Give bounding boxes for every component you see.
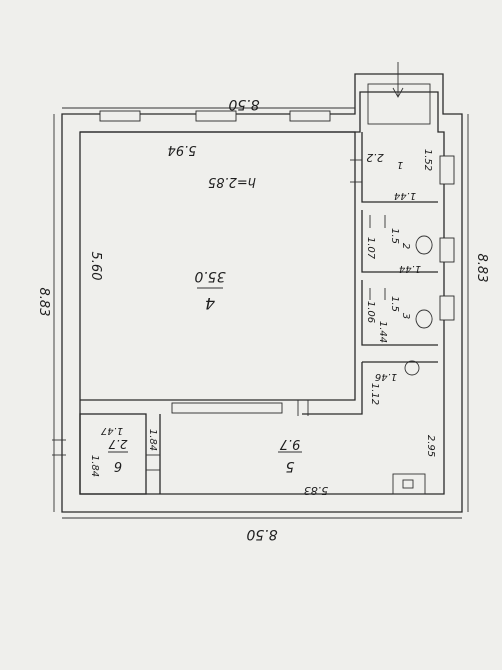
room-6-walls bbox=[79, 413, 147, 495]
room-6-dim-a: 1.47 bbox=[100, 425, 123, 436]
room-6-number: 6 bbox=[114, 458, 122, 473]
room-4-dim-width: 5.94 bbox=[168, 142, 197, 157]
room-5-dim-depth: 2.95 bbox=[425, 435, 436, 457]
stove-burner bbox=[402, 479, 414, 489]
room-5-number: 5 bbox=[285, 458, 294, 474]
room-3-area: 1.5 bbox=[389, 296, 400, 312]
overall-depth-left: 8.83 bbox=[36, 288, 51, 317]
ceiling-height-label: h=2.85 bbox=[208, 174, 256, 189]
room-3-walls bbox=[361, 280, 438, 346]
room-1-walls bbox=[361, 132, 438, 203]
room-2-walls bbox=[361, 210, 438, 273]
toilet-fixture-1 bbox=[415, 235, 433, 255]
room-1-dim-a: 1.52 bbox=[422, 149, 433, 171]
window-top-1 bbox=[99, 110, 141, 122]
room-6-area: 2.7 bbox=[108, 437, 127, 451]
room-2-number: 2 bbox=[400, 243, 411, 249]
room-3-number: 3 bbox=[400, 313, 411, 319]
room-5-dim-d: 1.46 bbox=[375, 371, 397, 382]
window-top-3 bbox=[289, 110, 331, 122]
room-1-dim-b: 1.44 bbox=[394, 190, 416, 201]
overall-width-bottom: 8.50 bbox=[246, 526, 277, 542]
room-5-dim-width: 5.83 bbox=[304, 484, 329, 497]
room-1-area: 2.2 bbox=[366, 151, 384, 164]
sink-fixture bbox=[404, 360, 420, 376]
room-6-dim-c: 1.84 bbox=[147, 429, 158, 451]
entrance-arrow-head bbox=[392, 87, 404, 98]
entrance-porch bbox=[367, 83, 431, 125]
stove-fixture bbox=[392, 473, 426, 495]
room-6-dim-b: 1.84 bbox=[89, 455, 100, 477]
room-1-number: 1 bbox=[397, 159, 403, 170]
room-2-area: 1.5 bbox=[389, 228, 400, 244]
overall-depth-right: 8.83 bbox=[474, 254, 489, 283]
window-interior bbox=[171, 402, 283, 414]
toilet-fixture-2 bbox=[415, 309, 433, 329]
window-right-3 bbox=[439, 295, 455, 321]
inner-wall bbox=[79, 91, 445, 495]
room-4-dim-depth: 5.60 bbox=[88, 252, 103, 281]
room-5-area: 9.7 bbox=[279, 436, 300, 451]
window-right-2 bbox=[439, 237, 455, 263]
room-4-area: 35.0 bbox=[194, 268, 225, 284]
overall-width-top: 8.50 bbox=[228, 96, 259, 112]
room-4-number: 4 bbox=[205, 294, 215, 313]
room-2-dim-a: 1.07 bbox=[365, 237, 376, 260]
window-right-1 bbox=[439, 155, 455, 185]
room-3-dim-b: 1.44 bbox=[377, 321, 388, 343]
window-top-2 bbox=[195, 110, 237, 122]
room-4-walls bbox=[80, 131, 356, 401]
room-5-dim-c: 1.12 bbox=[369, 383, 380, 405]
room-3-dim-a: 1.06 bbox=[365, 301, 376, 323]
room-5-walls bbox=[302, 362, 363, 415]
room-2-dim-b: 1.44 bbox=[399, 263, 421, 274]
outer-wall bbox=[61, 73, 463, 513]
